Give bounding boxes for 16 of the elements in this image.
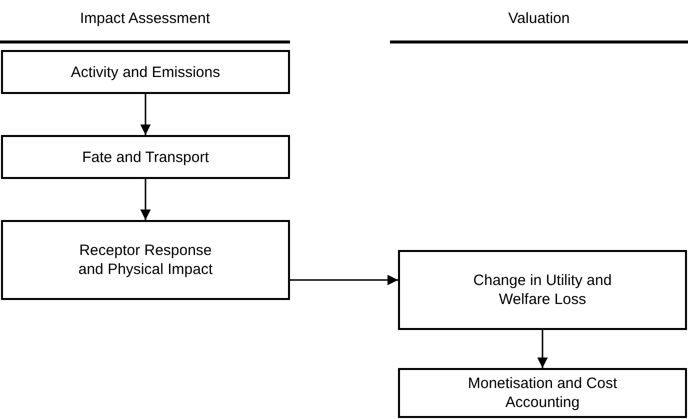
- process-box: [1, 50, 290, 94]
- box-label: Change in Utility and Welfare Loss: [472, 271, 613, 309]
- process-box: [398, 368, 687, 418]
- box-label: Fate and Transport: [81, 148, 210, 166]
- column-heading: Valuation: [507, 10, 571, 27]
- arrow: [140, 179, 151, 220]
- process-box: [1, 220, 290, 300]
- process-box: [398, 250, 687, 330]
- arrow: [537, 330, 548, 368]
- arrow: [140, 94, 151, 135]
- arrow: [290, 274, 398, 286]
- process-box: [1, 135, 290, 179]
- box-label: Receptor Response and Physical Impact: [77, 241, 214, 279]
- box-label: Activity and Emissions: [70, 62, 222, 82]
- box-label: Monetisation and Cost Accounting: [466, 374, 618, 412]
- column-heading: Impact Assessment: [78, 10, 212, 27]
